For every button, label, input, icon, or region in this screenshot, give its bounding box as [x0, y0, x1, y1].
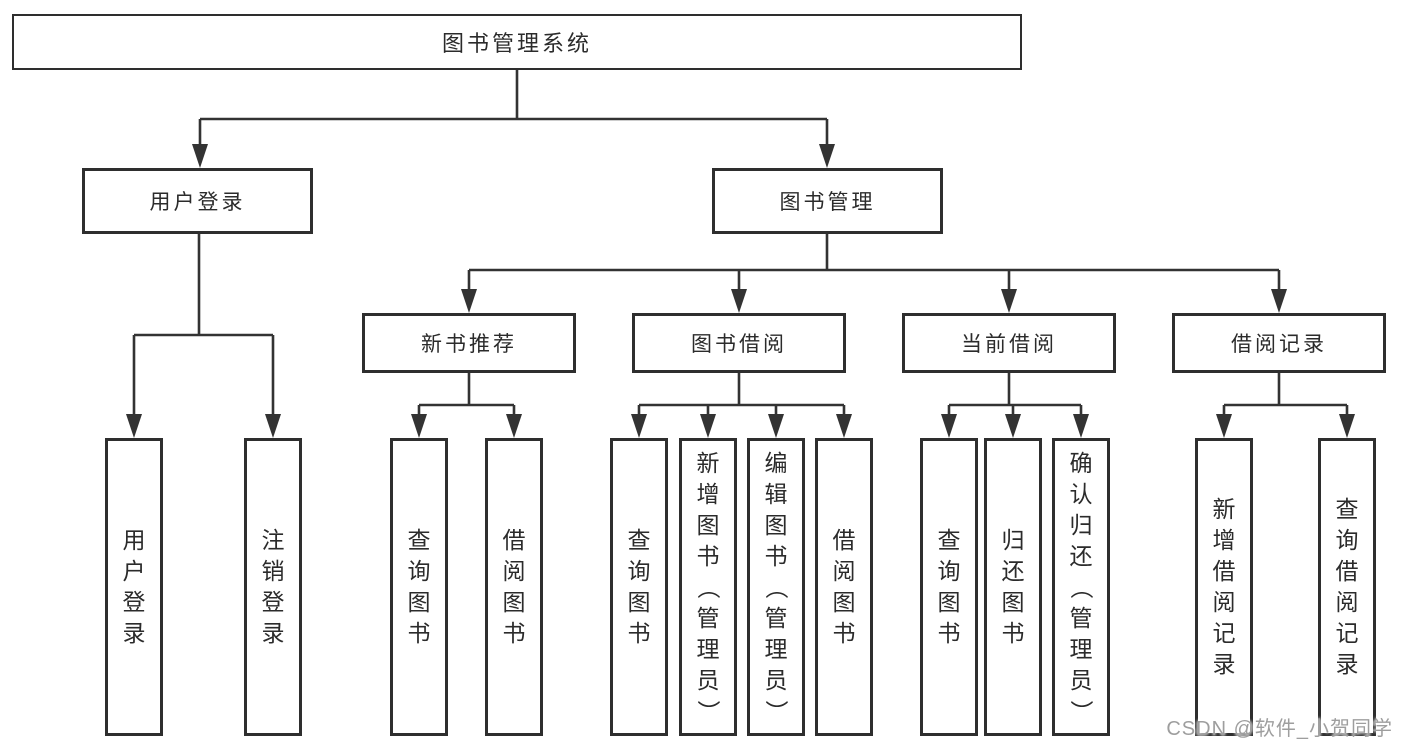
leaf-user-login: 用户登录 [105, 438, 163, 736]
leaf-query-books-current: 查询图书 [920, 438, 978, 736]
node-current-borrow: 当前借阅 [902, 313, 1116, 373]
node-new-book-recommend: 新书推荐 [362, 313, 576, 373]
leaf-query-books-recommend: 查询图书 [390, 438, 448, 736]
node-borrow-records: 借阅记录 [1172, 313, 1386, 373]
leaf-confirm-return-admin: 确认归还（管理员） [1052, 438, 1110, 736]
leaf-edit-books-admin: 编辑图书（管理员） [747, 438, 805, 736]
leaf-borrow-books: 借阅图书 [815, 438, 873, 736]
leaf-logout-login: 注销登录 [244, 438, 302, 736]
leaf-borrow-books-recommend: 借阅图书 [485, 438, 543, 736]
csdn-watermark: CSDN @软件_小贺同学 [1166, 718, 1393, 740]
leaf-query-books-borrow: 查询图书 [610, 438, 668, 736]
leaf-add-books-admin: 新增图书（管理员） [679, 438, 737, 736]
node-book-borrow: 图书借阅 [632, 313, 846, 373]
node-user-login: 用户登录 [82, 168, 313, 234]
node-book-management: 图书管理 [712, 168, 943, 234]
leaf-add-borrow-record: 新增借阅记录 [1195, 438, 1253, 736]
node-root-system: 图书管理系统 [12, 14, 1022, 70]
leaf-return-books: 归还图书 [984, 438, 1042, 736]
leaf-query-borrow-record: 查询借阅记录 [1318, 438, 1376, 736]
